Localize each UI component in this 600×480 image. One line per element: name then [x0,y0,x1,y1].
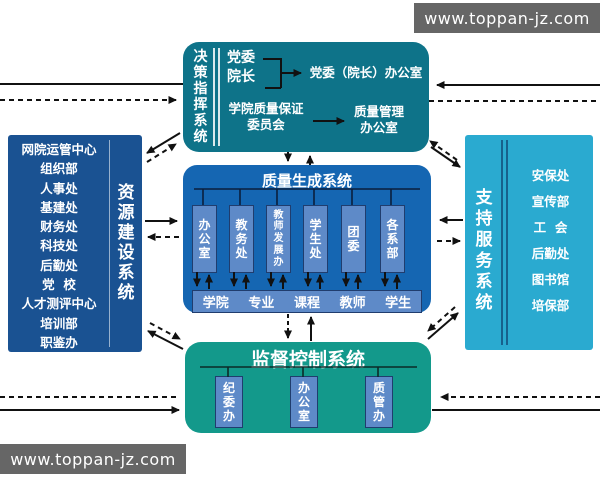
list-item: 网院运管中心 [21,142,97,157]
arrow-diag-decision-to-support [430,146,461,168]
dept-box-youth-league: 团委 [341,205,366,273]
supervision-control-system-box: 监督控制系统 纪委办 办公室 质管办 [185,342,431,433]
arrow-diag-resource-to-decision-dashed [146,143,177,163]
base-label: 学院 [202,296,229,311]
office-box-discipline: 纪委办 [215,376,243,428]
arrow-diag-supervision-to-resource [147,330,184,350]
base-label: 课程 [293,296,320,311]
decision-title: 决策指挥系统 [193,49,208,145]
list-item: 工 会 [533,220,568,235]
dept-label: 各系部 [386,217,399,261]
support-service-system-box: 支持服务系统 安保处 宣传部 工 会 后勤处 图书馆 培保部 [465,135,593,350]
office-label: 纪委办 [222,380,235,424]
watermark-bottom: www.toppan-jz.com [0,444,186,474]
decision-separator-line-1 [213,48,215,146]
quality-title: 质量生成系统 [261,172,352,190]
watermark-top: www.toppan-jz.com [414,3,600,33]
base-label: 教师 [339,296,366,311]
quality-assurance-committee-label: 学院质量保证 委员会 [217,101,315,133]
arrow-diag-support-to-decision-dashed [429,140,458,161]
supervision-title: 监督控制系统 [250,349,365,371]
office-label: 办公室 [297,380,310,424]
list-item: 财务处 [40,219,78,235]
office-box-general: 办公室 [290,376,318,428]
list-item: 党 校 [42,277,76,293]
party-dean-office-label: 党委（院长）办公室 [309,65,423,80]
base-label: 学生 [385,296,412,311]
list-item: 安保处 [531,168,570,183]
dept-box-faculties: 各系部 [380,205,405,273]
dept-box-academic-affairs: 教务处 [229,205,254,273]
decision-command-system-box: 决策指挥系统 党委 院长 党委（院长）办公室 学院质量保证 委员会 质量管理 办… [183,42,429,152]
list-item: 培保部 [531,298,570,313]
list-item: 培训部 [40,315,78,331]
office-box-quality-control: 质管办 [365,376,393,428]
committee-line-1: 学院质量保证 [228,101,304,116]
base-elements-bar: 学院 专业 课程 教师 学生 [192,290,422,313]
support-separator-line-2 [506,140,508,345]
list-item: 后勤处 [531,246,570,261]
office-label: 质管办 [372,380,385,424]
arrow-diag-resource-to-supervision-dashed [149,322,181,340]
list-item: 图书馆 [531,272,570,287]
quality-generation-system-box: 质量生成系统 办公室 教务处 教师发展办 学生处 团委 各系部 学院 专业 课程… [183,165,431,313]
dept-label: 办公室 [198,217,211,261]
list-item: 后勤处 [40,257,78,273]
support-items-list: 安保处 宣传部 工 会 后勤处 图书馆 培保部 [511,163,590,319]
support-separator-line-1 [501,140,503,345]
list-item: 科技处 [40,238,78,254]
list-item: 人事处 [40,180,78,196]
resource-items-list: 网院运管中心 组织部 人事处 基建处 财务处 科技处 后勤处 党 校 人才测评中… [10,140,108,352]
arrow-diag-support-to-supervision-dashed [427,306,456,332]
dept-label: 团委 [347,224,360,253]
resource-title: 资源建设系统 [117,183,135,303]
qmo-line-2: 办公室 [360,120,398,135]
list-item: 组织部 [40,161,78,177]
list-item: 人才测评中心 [21,296,97,312]
list-item: 职鉴办 [40,334,78,350]
dept-label: 学生处 [309,217,322,261]
resource-construction-system-box: 网院运管中心 组织部 人事处 基建处 财务处 科技处 后勤处 党 校 人才测评中… [8,135,142,352]
dean-label: 院长 [227,69,255,85]
support-title: 支持服务系统 [475,188,493,313]
qmo-line-1: 质量管理 [353,104,404,119]
dept-box-student-affairs: 学生处 [303,205,328,273]
list-item: 基建处 [40,199,78,215]
party-dean-label: 党委 院长 [227,49,255,87]
dept-box-office: 办公室 [192,205,217,273]
dept-label: 教师发展办 [273,209,284,268]
resource-separator-line [108,140,110,347]
party-committee-label: 党委 [227,50,255,66]
arrow-diag-supervision-to-support [427,312,459,340]
decision-separator-line-2 [218,48,220,146]
arrow-diag-decision-to-resource [146,132,181,154]
base-label: 专业 [248,296,275,311]
quality-management-office-label: 质量管理 办公室 [341,104,417,136]
committee-line-2: 委员会 [247,117,285,132]
list-item: 宣传部 [531,194,570,209]
dept-box-teacher-development: 教师发展办 [266,205,291,273]
dept-label: 教务处 [235,217,248,261]
